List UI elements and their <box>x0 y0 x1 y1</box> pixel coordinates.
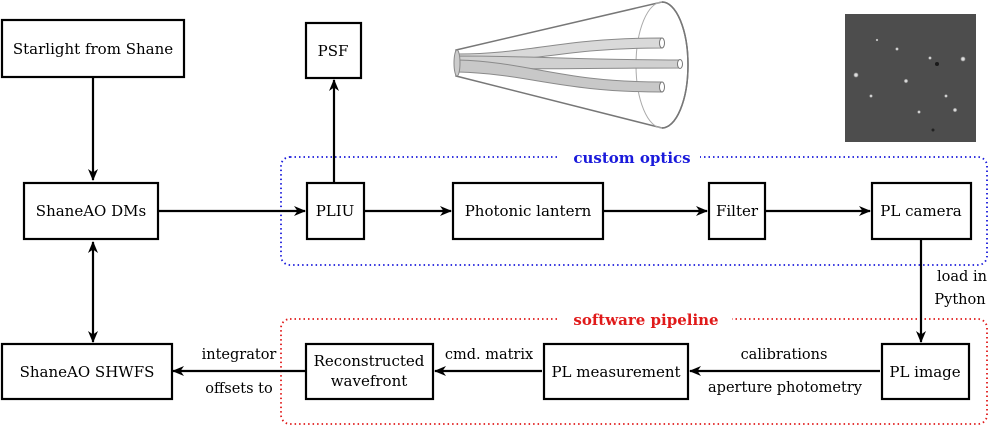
label-offsets-to: offsets to <box>205 381 273 397</box>
dms-box <box>22 181 160 241</box>
edge-labels: load in Python calibrations aperture pho… <box>202 269 987 397</box>
camera-spot <box>895 47 899 51</box>
lantern-face-front <box>661 1 689 129</box>
image-label: PL image <box>889 363 960 381</box>
pl-camera-frame-image <box>845 14 976 142</box>
node-lantern: Photonic lantern <box>451 181 605 241</box>
camera-spot <box>917 110 921 114</box>
camera-frame-background <box>845 14 976 142</box>
camera-dark-pixel <box>931 128 935 132</box>
pliu-label: PLIU <box>316 202 355 220</box>
shwfs-box <box>0 342 174 401</box>
filter-box <box>707 181 767 241</box>
label-python: Python <box>934 292 985 308</box>
reconstructed-label-line1: Reconstructed <box>314 352 425 370</box>
camera-spot <box>944 94 948 98</box>
lantern-core-top <box>659 37 665 49</box>
label-integrator: integrator <box>202 347 277 363</box>
image-box <box>880 342 971 401</box>
measurement-label: PL measurement <box>551 363 680 381</box>
camera-label: PL camera <box>880 202 961 220</box>
measurement-box <box>542 342 690 401</box>
software-pipeline-title-bg <box>560 309 732 329</box>
custom-optics-title: custom optics <box>573 149 690 167</box>
camera-spot <box>903 78 909 84</box>
node-starlight: Starlight from Shane <box>0 18 186 79</box>
camera-spot <box>853 72 859 78</box>
software-pipeline-title: software pipeline <box>573 311 718 329</box>
dms-label: ShaneAO DMs <box>36 202 146 220</box>
custom-optics-title-bg <box>560 147 700 167</box>
lantern-input-end <box>453 49 461 77</box>
photonic-lantern-illustration <box>453 1 689 129</box>
starlight-box <box>0 18 186 79</box>
starlight-label: Starlight from Shane <box>13 40 173 58</box>
camera-box <box>870 181 973 241</box>
label-cmd-matrix: cmd. matrix <box>445 347 533 363</box>
camera-dark-pixel <box>935 62 939 66</box>
node-image: PL image <box>880 342 971 401</box>
node-filter: Filter <box>707 181 767 241</box>
node-psf: PSF <box>304 21 363 80</box>
label-load-in: load in <box>937 269 987 285</box>
camera-spot <box>869 94 873 98</box>
reconstructed-box <box>304 342 435 401</box>
lantern-label: Photonic lantern <box>465 202 592 220</box>
node-camera: PL camera <box>870 181 973 241</box>
lantern-core-middle <box>677 59 683 69</box>
camera-spot <box>875 38 879 42</box>
node-measurement: PL measurement <box>542 342 690 401</box>
camera-spot <box>960 56 966 62</box>
label-calibrations: calibrations <box>741 347 828 363</box>
pliu-box <box>305 181 366 241</box>
camera-spot <box>952 107 958 113</box>
node-dms: ShaneAO DMs <box>22 181 160 241</box>
reconstructed-label-line2: wavefront <box>331 372 408 390</box>
shwfs-label: ShaneAO SHWFS <box>20 363 155 381</box>
node-shwfs: ShaneAO SHWFS <box>0 342 174 401</box>
edges <box>88 77 926 376</box>
psf-box <box>304 21 363 80</box>
filter-label: Filter <box>716 202 759 220</box>
node-pliu: PLIU <box>305 181 366 241</box>
psf-label: PSF <box>318 42 349 60</box>
label-aperture-photometry: aperture photometry <box>708 380 863 396</box>
node-reconstructed-wavefront: Reconstructed wavefront <box>304 342 435 401</box>
lantern-box <box>451 181 605 241</box>
lantern-core-bottom <box>659 81 665 93</box>
camera-spot <box>928 56 932 60</box>
